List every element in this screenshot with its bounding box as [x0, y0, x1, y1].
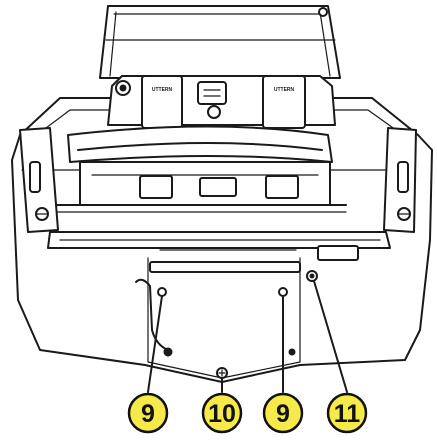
- paper-tray: [55, 125, 347, 213]
- side-panel-right: [383, 127, 417, 233]
- callout-number: 9: [276, 400, 290, 428]
- callout-circle: [326, 392, 368, 434]
- callout-10: 10: [201, 392, 243, 434]
- callout-circle: [127, 392, 169, 434]
- callout-number: 10: [208, 400, 236, 428]
- callout-9-left: 9: [127, 392, 169, 434]
- callout-11: 11: [326, 392, 368, 434]
- roller-brand-right: UTTERN: [274, 87, 295, 93]
- feed-unit: UTTERN UTTERN: [107, 75, 336, 129]
- paper-chute: [99, 5, 341, 79]
- roller-brand-left: UTTERN: [152, 87, 173, 93]
- lower-bar: [47, 231, 391, 273]
- callout-circle: [262, 392, 304, 434]
- side-panel-left: [19, 127, 59, 233]
- callout-number: 11: [334, 400, 361, 428]
- callout-circle: [201, 392, 243, 434]
- callout-leaders: [147, 280, 348, 393]
- callout-number: 9: [141, 400, 155, 428]
- callout-9-right: 9: [262, 392, 304, 434]
